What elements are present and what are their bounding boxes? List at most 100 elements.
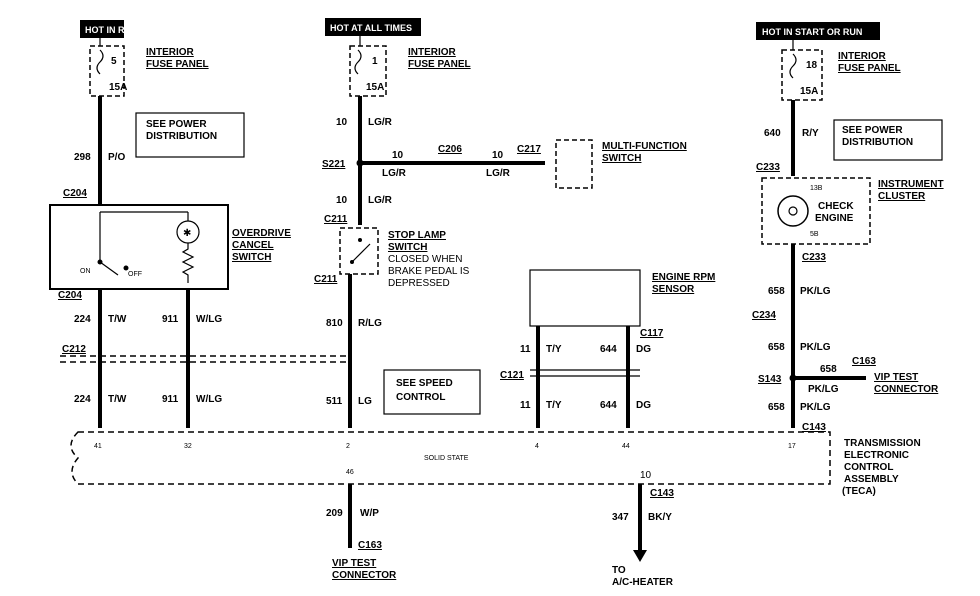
connector-c163-right: C163 [852, 356, 876, 367]
pin-46: 46 [346, 469, 354, 476]
wire-911-number-b: 911 [162, 394, 179, 405]
control-label-speed: CONTROL [396, 392, 445, 403]
instrument-cluster-box [761, 177, 871, 245]
fuse-5-icon [96, 49, 104, 75]
header-hot-at-all-times: HOT AT ALL TIMES [325, 18, 421, 36]
pin-13b: 13B [810, 185, 823, 192]
lamp-glyph: ✱ [183, 228, 191, 239]
vip-test-label-right: VIP TEST [874, 372, 918, 383]
engine-rpm-sensor-box [529, 269, 641, 327]
arrow-down-icon [633, 550, 647, 562]
wire-209-color: W/P [360, 508, 379, 519]
wire-658-color-d: PK/LG [800, 402, 831, 413]
pin-44: 44 [622, 443, 630, 450]
header-hot-in-run-text: HOT IN RUN [85, 25, 138, 35]
wire-658-number-d: 658 [768, 402, 785, 413]
wire-911-number-a: 911 [162, 314, 179, 325]
wire-10-number-b: 10 [392, 150, 404, 161]
connector-c121: C121 [500, 370, 524, 381]
control-label-teca: CONTROL [844, 462, 893, 473]
interior-label-middle: INTERIOR [408, 47, 457, 58]
connector-c211-bottom: C211 [314, 274, 338, 285]
switch-on-label: ON [80, 268, 91, 275]
wire-511-number: 511 [326, 396, 343, 407]
fuse-panel-label-left: FUSE PANEL [146, 59, 209, 70]
wire-11-color-b: T/Y [546, 400, 562, 411]
connector-c206: C206 [438, 144, 462, 155]
distribution-left: DISTRIBUTION [146, 131, 217, 142]
cluster-label: CLUSTER [878, 191, 926, 202]
wire-810-color: R/LG [358, 318, 382, 329]
wire-658-number-b: 658 [768, 342, 785, 353]
wire-10-number-c: 10 [492, 150, 504, 161]
wire-644-number-b: 644 [600, 400, 617, 411]
interior-label-left: INTERIOR [146, 47, 195, 58]
wire-644-color-a: DG [636, 344, 651, 355]
transmission-label: TRANSMISSION [844, 438, 921, 449]
pin-32: 32 [184, 443, 192, 450]
wire-10-color-d: LG/R [368, 195, 393, 206]
wire-911-color-a: W/LG [196, 314, 222, 325]
brake-pedal-is-text: BRAKE PEDAL IS [388, 266, 470, 277]
wire-11-color-a: T/Y [546, 344, 562, 355]
vip-connector-label-bottom: CONNECTOR [332, 570, 397, 581]
switch-label-stop: SWITCH [388, 242, 427, 253]
cancel-label: CANCEL [232, 240, 274, 251]
wire-658-color-c: PK/LG [808, 384, 839, 395]
sensor-label: SENSOR [652, 284, 695, 295]
fuse-5-amp: 15A [109, 82, 127, 93]
connector-s143: S143 [758, 374, 782, 385]
fuse-18-icon [789, 53, 797, 79]
stop-lamp-switch-box [339, 227, 379, 275]
engine-rpm-label: ENGINE RPM [652, 272, 715, 283]
multi-function-switch-box [555, 139, 593, 189]
connector-c143-right: C143 [802, 422, 826, 433]
pin-2: 2 [346, 443, 350, 450]
fuse-panel-label-middle: FUSE PANEL [408, 59, 471, 70]
connector-c211-top: C211 [324, 214, 348, 225]
see-power-distribution-box-left [135, 112, 245, 158]
switch-label-overdrive: SWITCH [232, 252, 271, 263]
wire-810-number: 810 [326, 318, 343, 329]
vip-test-label-bottom: VIP TEST [332, 558, 376, 569]
solid-state-label: SOLID STATE [424, 455, 469, 462]
connector-c212: C212 [62, 344, 86, 355]
fuse-1-amp: 15A [366, 82, 384, 93]
wire-224-color-a: T/W [108, 314, 127, 325]
check-label: CHECK [818, 201, 854, 212]
see-speed-control-box [383, 369, 481, 415]
wire-298-color: P/O [108, 152, 125, 163]
header-hot-in-run: HOT IN RUN [80, 20, 138, 38]
wire-644-color-b: DG [636, 400, 651, 411]
wire-209-number: 209 [326, 508, 343, 519]
wire-224-color-b: T/W [108, 394, 127, 405]
fuse-1-number: 1 [372, 56, 378, 67]
switch-off-label: OFF [128, 271, 142, 278]
wire-658-color-a: PK/LG [800, 286, 831, 297]
closed-when-text: CLOSED WHEN [388, 254, 462, 265]
connector-c163-bottom: C163 [358, 540, 382, 551]
connector-c204-top: C204 [63, 188, 87, 199]
see-power-left: SEE POWER [146, 119, 207, 130]
wire-640-number: 640 [764, 128, 781, 139]
connector-c204-bottom: C204 [58, 290, 82, 301]
ac-heater-label: A/C-HEATER [612, 577, 674, 588]
to-label: TO [612, 565, 626, 576]
fuse-5-number: 5 [111, 56, 117, 67]
pin-4: 4 [535, 443, 539, 450]
pin-10: 10 [640, 470, 652, 481]
connector-c143-bottom: C143 [650, 488, 674, 499]
wire-10-color-c: LG/R [486, 168, 511, 179]
wire-11-number-a: 11 [520, 344, 531, 355]
multi-function-label: MULTI-FUNCTION [602, 141, 687, 152]
pin-41: 41 [94, 443, 102, 450]
electronic-label: ELECTRONIC [844, 450, 909, 461]
check-engine-lamp-icon [777, 195, 809, 227]
wire-347-color: BK/Y [648, 512, 672, 523]
connector-s221: S221 [322, 159, 346, 170]
wire-658-number-c: 658 [820, 364, 837, 375]
fuse-5-box [89, 45, 125, 97]
wire-298-number: 298 [74, 152, 91, 163]
depressed-text: DEPRESSED [388, 278, 450, 289]
